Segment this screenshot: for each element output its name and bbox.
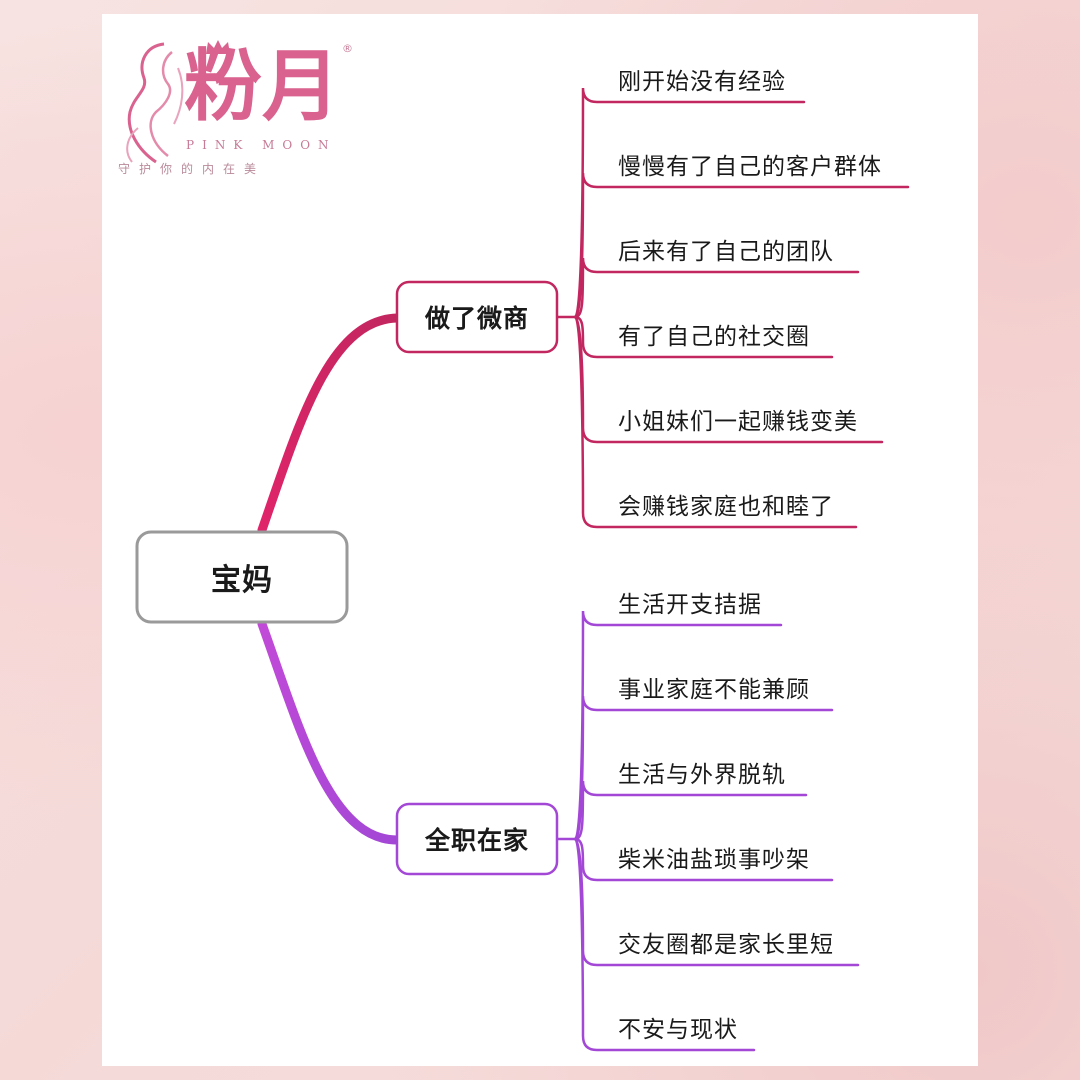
leaf-label: 不安与现状 xyxy=(618,1017,738,1043)
crown-icon xyxy=(206,40,230,54)
leaf-connector xyxy=(573,837,834,882)
leaf-label: 柴米油盐琐事吵架 xyxy=(618,847,810,873)
leaf-connector xyxy=(573,837,756,1052)
leaf-label: 小姐妹们一起赚钱变美 xyxy=(618,409,858,435)
branch-connector xyxy=(257,619,402,845)
branch-node-box xyxy=(395,802,559,876)
root-node-box xyxy=(135,530,349,624)
root-node-label: 宝妈 xyxy=(211,563,273,598)
leaf-connector xyxy=(573,695,834,841)
leaf-label: 慢慢有了自己的客户群体 xyxy=(618,154,882,180)
leaf-label: 有了自己的社交圈 xyxy=(618,324,810,350)
leaf-label: 生活与外界脱轨 xyxy=(618,762,786,788)
leaf-label: 交友圈都是家长里短 xyxy=(618,932,834,958)
branch-node-box xyxy=(395,280,559,354)
leaf-label: 刚开始没有经验 xyxy=(618,69,786,95)
branch-connector xyxy=(257,313,402,535)
leaf-label: 事业家庭不能兼顾 xyxy=(618,677,810,703)
leaf-connector xyxy=(573,257,860,319)
leaf-connector xyxy=(573,172,910,319)
woman-silhouette-icon xyxy=(126,42,184,164)
leaf-connector xyxy=(573,87,806,319)
brand-tagline: 守护你的内在美 xyxy=(118,162,266,176)
leaf-connector xyxy=(573,780,808,841)
branch-node-label: 全职在家 xyxy=(424,826,529,855)
leaf-connector xyxy=(573,315,834,359)
brand-name-cn: 粉月 xyxy=(184,41,341,132)
leaf-label: 会赚钱家庭也和睦了 xyxy=(618,494,834,520)
registered-mark: ® xyxy=(342,42,353,55)
brand-name-en: PINK MOON xyxy=(186,138,337,152)
leaf-connector xyxy=(573,610,783,841)
leaf-label: 生活开支拮据 xyxy=(618,592,762,618)
leaf-connector xyxy=(573,315,858,529)
branch-node-label: 做了微商 xyxy=(424,304,529,333)
leaf-label: 后来有了自己的团队 xyxy=(618,239,834,265)
pink-moon-logo: 粉月 ® PINK MOON 守护你的内在美 xyxy=(116,30,356,180)
